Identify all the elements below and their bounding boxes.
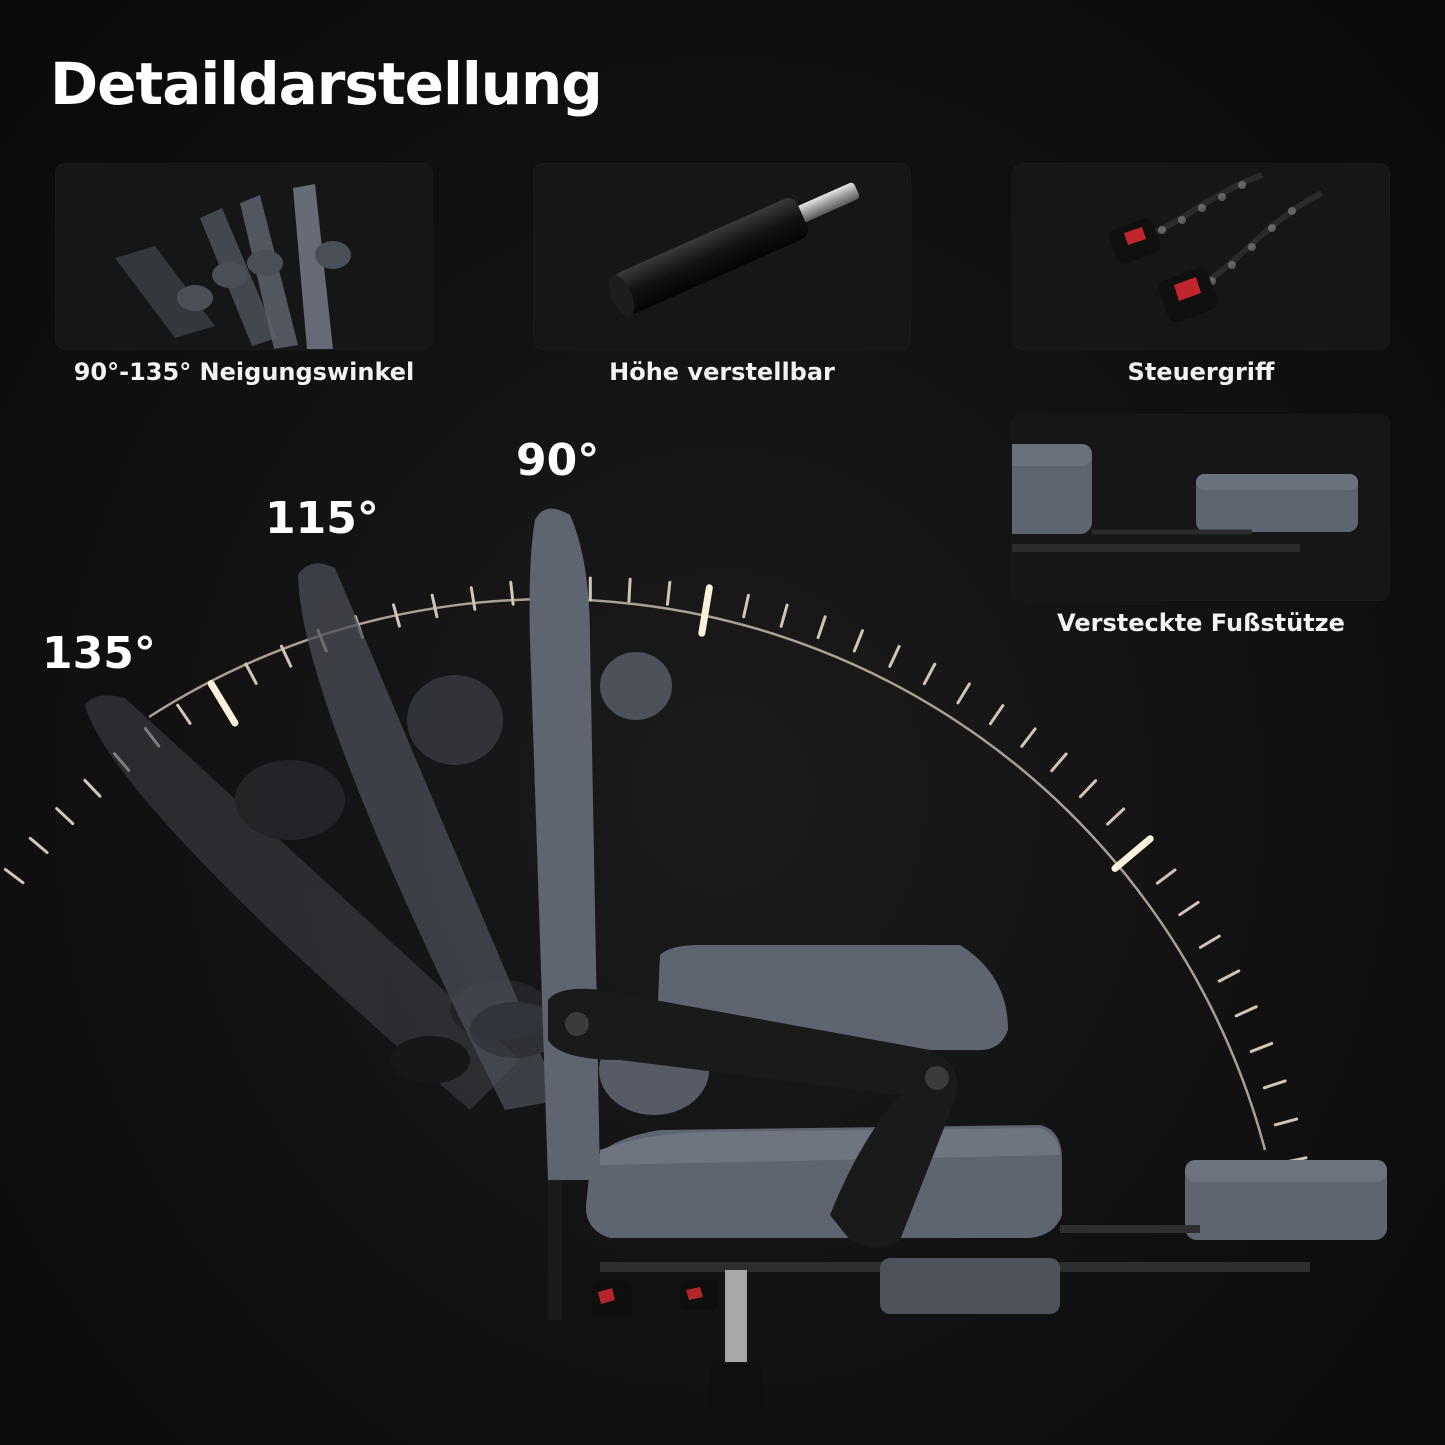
angle-tick [779, 603, 789, 628]
feature-caption-footrest: Versteckte Fußstütze [1057, 609, 1345, 637]
angle-tick [244, 662, 258, 685]
feature-card-control [1012, 163, 1390, 350]
angle-tick [469, 586, 477, 611]
angle-tick [1106, 807, 1126, 826]
angle-tick [1262, 1079, 1287, 1090]
angle-tick [1234, 1005, 1258, 1018]
feature-caption-control: Steuergriff [1127, 358, 1275, 386]
angle-tick [1178, 900, 1200, 917]
angle-tick [1050, 752, 1068, 773]
feature-caption-recline: 90°-135° Neigungswinkel [73, 358, 415, 386]
feature-card-footrest [1012, 414, 1390, 601]
angle-tick [392, 603, 401, 628]
angle-tick [852, 629, 865, 653]
page-title: Detaildarstellung [50, 50, 603, 118]
angle-tick [922, 662, 937, 686]
recline-icon [115, 184, 351, 349]
angle-tick [1078, 779, 1098, 799]
angle-label-135: 135° [42, 628, 156, 679]
angle-tick-major [207, 680, 239, 727]
angle-tick [742, 593, 750, 619]
feature-card-recline [55, 163, 433, 350]
angle-tick [1217, 969, 1241, 983]
angle-tick [509, 580, 515, 606]
gas-cylinder-icon [608, 182, 860, 317]
angle-tick [956, 682, 971, 705]
footrest-icon [1012, 444, 1358, 552]
angle-tick [665, 580, 672, 606]
angle-tick-major [698, 584, 713, 637]
angle-tick-major [1111, 835, 1154, 872]
angle-label-115: 115° [265, 493, 379, 544]
angle-tick [1273, 1117, 1299, 1127]
angle-tick [83, 778, 102, 798]
chair-main-90 [529, 508, 1387, 1445]
angle-tick [28, 836, 49, 854]
angle-label-90: 90° [516, 435, 600, 486]
angle-tick [1198, 934, 1221, 949]
angle-tick [430, 593, 439, 619]
angle-ticks [3, 576, 1308, 1164]
control-lever-icon [1109, 172, 1324, 323]
angle-tick [1155, 868, 1177, 885]
angle-tick [1020, 727, 1037, 748]
angle-tick [1249, 1041, 1274, 1053]
angle-tick [816, 615, 827, 640]
angle-tick [988, 704, 1005, 726]
feature-caption-height: Höhe verstellbar [609, 358, 835, 386]
angle-tick [176, 703, 192, 725]
angle-tick [3, 867, 25, 885]
chair-ghost-115 [298, 563, 560, 1110]
angle-tick [627, 577, 632, 603]
feature-card-height [533, 163, 911, 350]
angle-tick [888, 644, 901, 668]
angle-tick [55, 807, 75, 826]
angle-tick [279, 644, 293, 668]
